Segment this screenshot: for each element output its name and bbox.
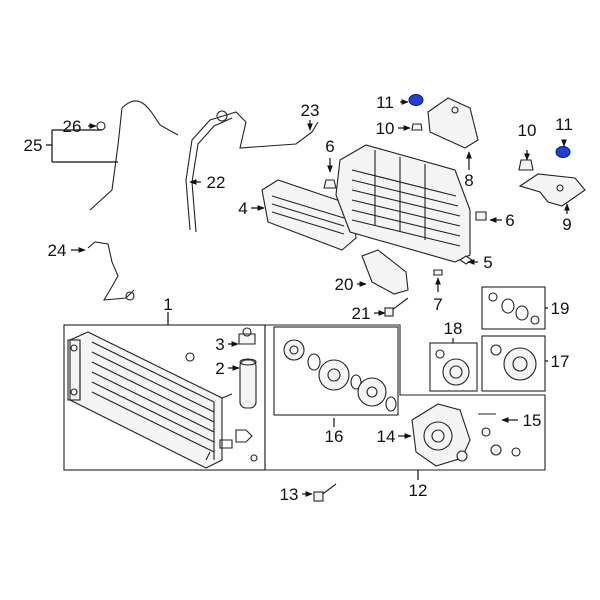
highlighted-nut-upper xyxy=(408,94,424,106)
callout-1: 1 xyxy=(163,295,172,314)
condenser xyxy=(67,331,258,469)
drier-bracket xyxy=(238,327,256,345)
callout-23: 23 xyxy=(301,101,320,120)
callout-10-right: 10 xyxy=(518,121,537,140)
callout-10-left: 10 xyxy=(376,119,395,138)
callout-19: 19 xyxy=(551,299,570,318)
callout-26: 26 xyxy=(63,117,82,136)
shield xyxy=(261,179,357,251)
callout-14: 14 xyxy=(377,427,396,446)
callout-9: 9 xyxy=(562,215,571,234)
compressor xyxy=(411,403,471,467)
callout-16: 16 xyxy=(325,427,344,446)
pulley xyxy=(490,344,537,381)
clips xyxy=(323,123,534,276)
callout-24: 24 xyxy=(48,241,67,260)
callout-5: 5 xyxy=(483,253,492,272)
callout-18: 18 xyxy=(444,319,463,338)
callout-2: 2 xyxy=(215,359,224,378)
callout-12: 12 xyxy=(409,481,428,500)
receiver-drier xyxy=(239,358,257,409)
clutch-parts xyxy=(283,339,397,412)
callout-11-right: 11 xyxy=(555,115,573,134)
side-bracket xyxy=(518,173,586,207)
clutch-group-box xyxy=(273,326,399,416)
pulley-box-17 xyxy=(481,335,546,392)
highlighted-nut-right xyxy=(555,146,571,158)
radiator-support xyxy=(335,144,471,263)
callout-3: 3 xyxy=(215,335,224,354)
callout-7: 7 xyxy=(433,295,442,314)
bracket-20 xyxy=(361,249,409,295)
callout-4: 4 xyxy=(238,199,247,218)
callout-25: 25 xyxy=(24,136,43,155)
callout-6-right: 6 xyxy=(505,211,514,230)
compressor-group-box xyxy=(264,324,546,471)
callout-22: 22 xyxy=(207,173,226,192)
callout-11-left: 11 xyxy=(376,93,394,112)
callout-labels: 1 2 3 4 5 6 6 7 8 9 10 10 11 11 12 13 14… xyxy=(24,93,573,504)
callout-15: 15 xyxy=(523,411,542,430)
bolt-21 xyxy=(384,297,409,317)
ac-lines xyxy=(87,100,319,301)
upper-bracket xyxy=(427,97,479,149)
leaders xyxy=(46,99,570,497)
callout-6-left: 6 xyxy=(325,137,334,156)
callout-8: 8 xyxy=(464,171,473,190)
field-coil xyxy=(435,349,470,386)
seal-kit xyxy=(488,292,540,325)
valves xyxy=(478,413,521,457)
callout-13: 13 xyxy=(280,485,299,504)
bolt-13 xyxy=(313,483,337,502)
callout-20: 20 xyxy=(335,275,354,294)
callout-21: 21 xyxy=(352,304,371,323)
callout-17: 17 xyxy=(551,352,570,371)
